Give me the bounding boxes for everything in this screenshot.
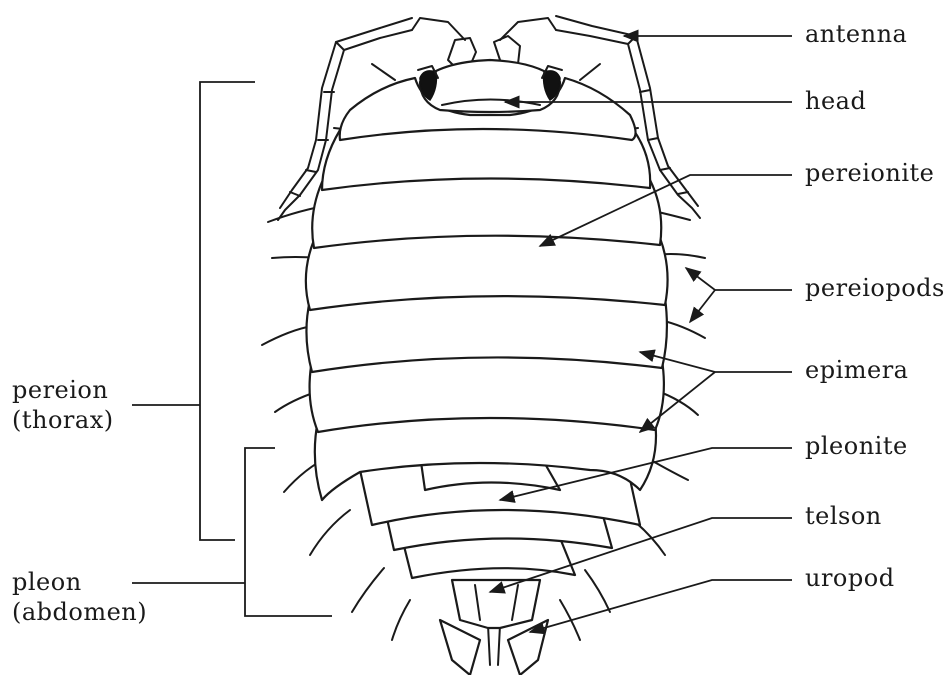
- label-telson: telson: [805, 502, 882, 530]
- pereion-bracket: [132, 82, 255, 540]
- telson-shape: [452, 580, 540, 628]
- label-pleon: pleon: [12, 568, 82, 596]
- label-pereion: pereion: [12, 376, 108, 404]
- uropod-left-shape: [440, 620, 480, 675]
- isopod-body: [306, 60, 668, 675]
- label-head: head: [805, 87, 866, 115]
- label-pleonite: pleonite: [805, 432, 908, 460]
- label-epimera: epimera: [805, 356, 908, 384]
- label-uropod: uropod: [805, 564, 895, 592]
- label-pereiopods: pereiopods: [805, 274, 945, 302]
- label-antenna: antenna: [805, 20, 907, 48]
- label-thorax: (thorax): [12, 406, 114, 434]
- label-pereionite: pereionite: [805, 159, 934, 187]
- label-abdomen: (abdomen): [12, 598, 147, 626]
